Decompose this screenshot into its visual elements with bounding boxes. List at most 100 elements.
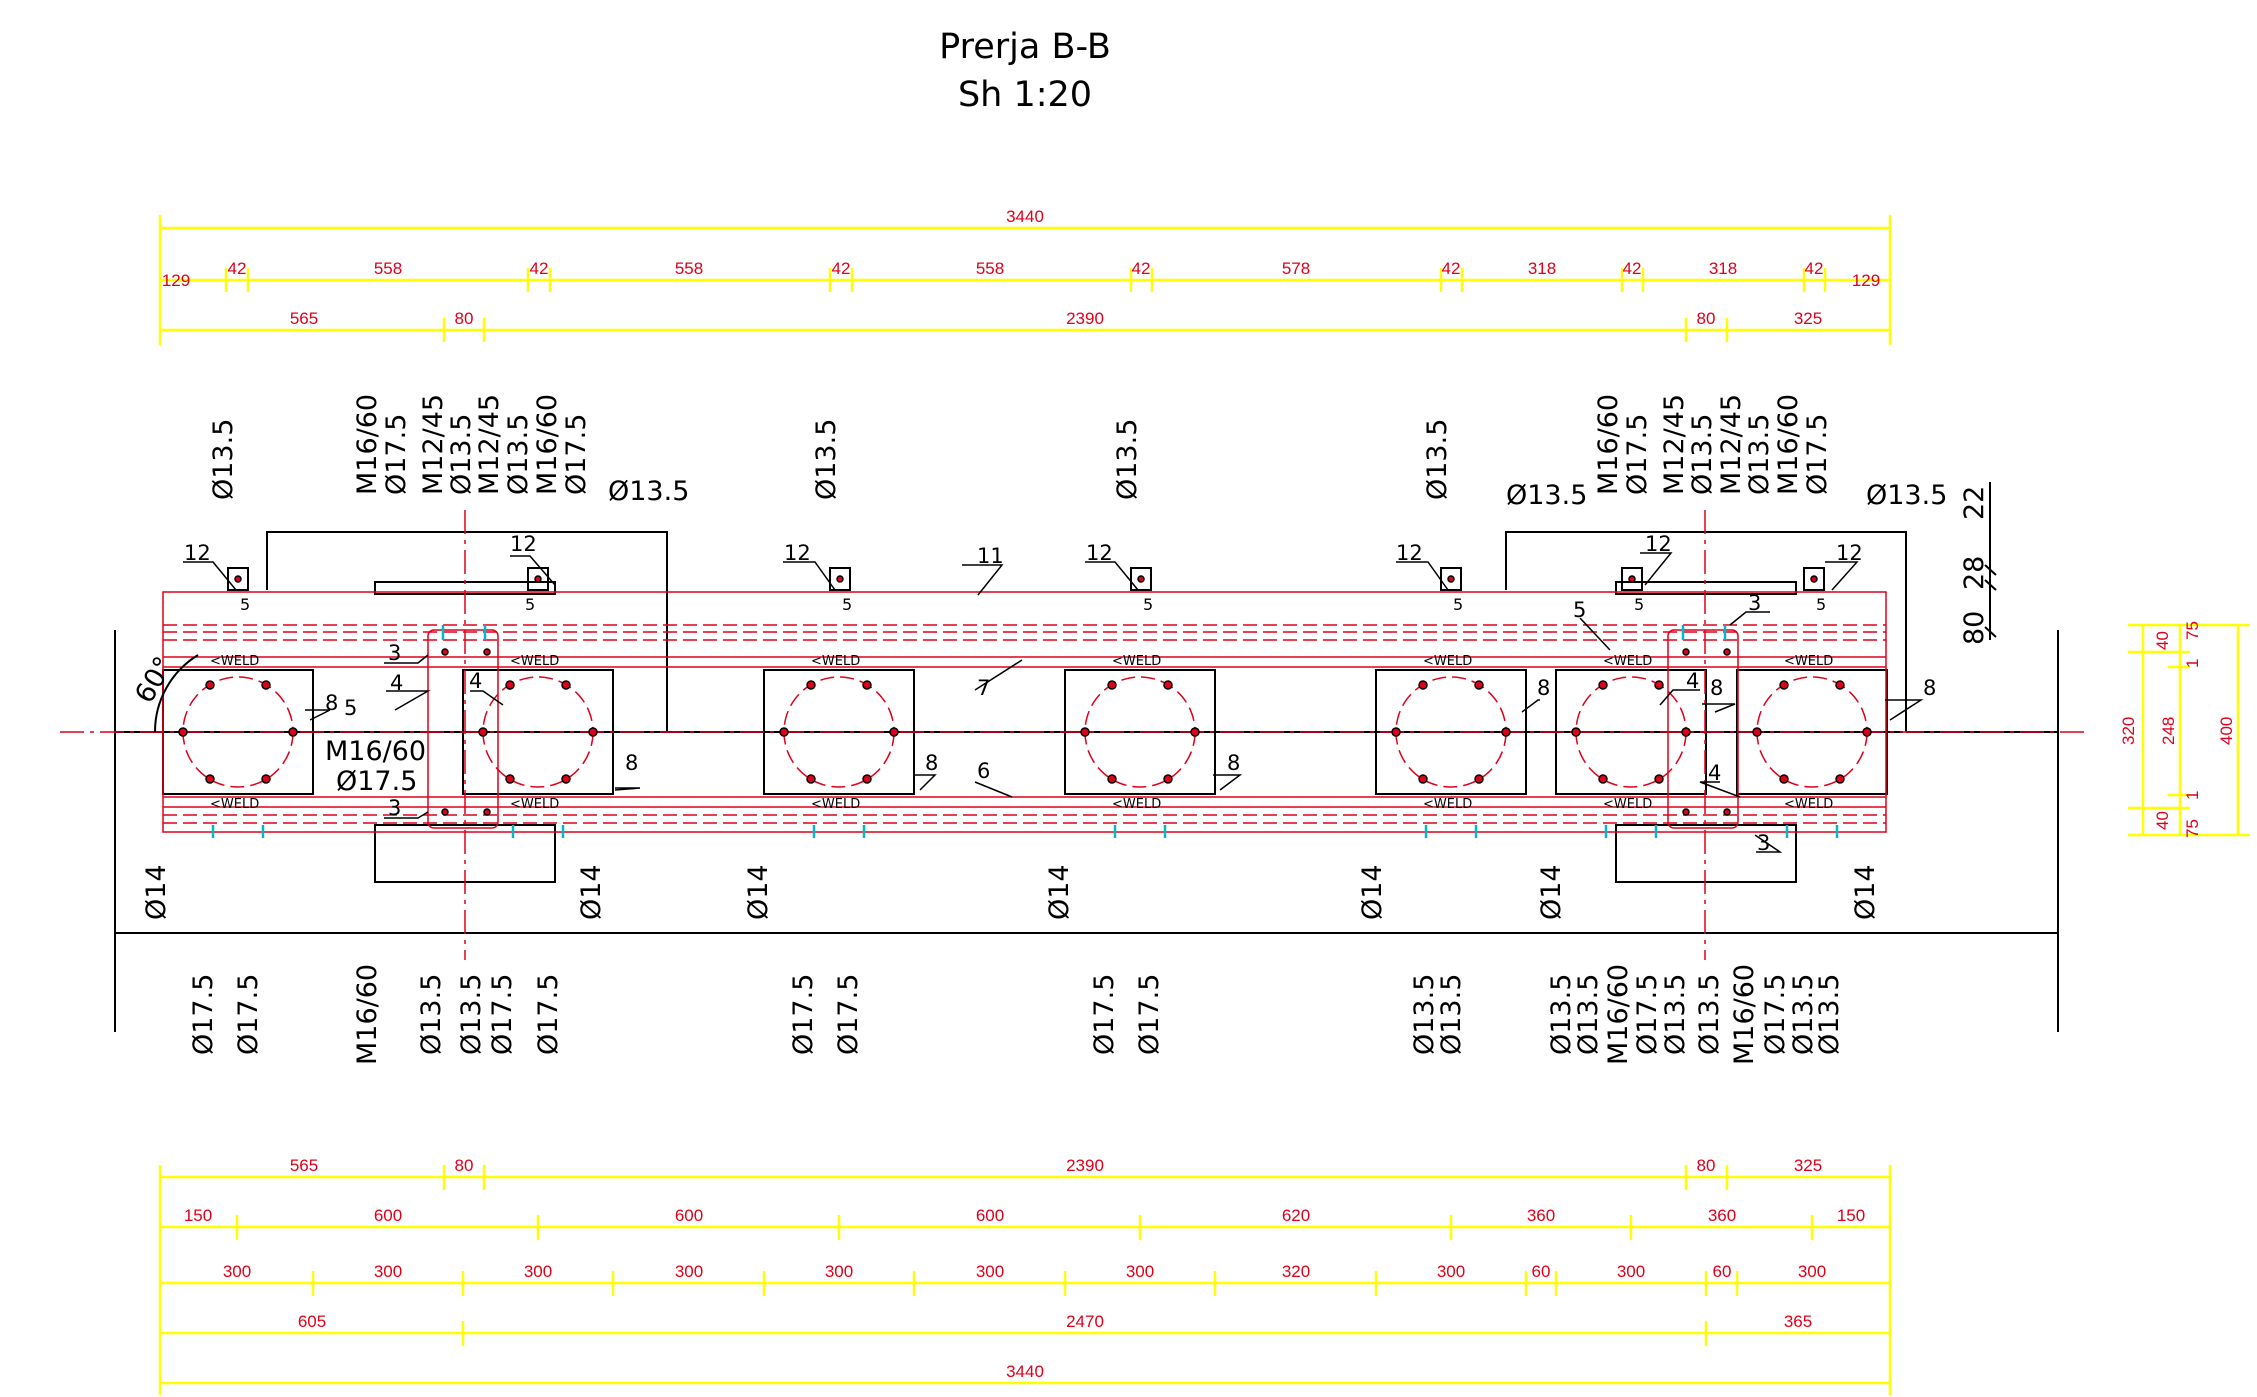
part-number: 5 xyxy=(344,696,357,720)
hole-label: Ø13.5 xyxy=(208,419,239,500)
part-number: 6 xyxy=(977,759,990,783)
hole-label: Ø13.5 xyxy=(1409,974,1440,1055)
bottom-hole-labels: Ø17.5 Ø17.5 M16/60 Ø13.5 Ø13.5 Ø17.5 Ø17… xyxy=(188,964,1845,1065)
dim-text: 300 xyxy=(374,1262,402,1281)
dim-text: 60 xyxy=(1713,1262,1732,1281)
mid-hole-labels: Ø14 Ø14 Ø14 Ø14 Ø14 Ø14 Ø14 xyxy=(141,864,1881,920)
hole-label: Ø14 xyxy=(576,864,607,920)
dim-text: 565 xyxy=(290,1156,318,1175)
part-number: 4 xyxy=(469,669,482,693)
part-number: 12 xyxy=(510,532,537,556)
hole-label: Ø13.5 xyxy=(1112,419,1143,500)
hidden-lines xyxy=(60,510,2090,960)
hole-label: Ø17.5 xyxy=(487,974,518,1055)
dim-text: 320 xyxy=(2119,717,2138,745)
hole-label: Ø17.5 xyxy=(233,974,264,1055)
hole-label: M16/60 xyxy=(1773,394,1804,495)
weld-label: <WELD xyxy=(1112,654,1161,669)
hole-label: Ø17.5 xyxy=(1632,974,1663,1055)
weld-label: <WELD xyxy=(1423,797,1472,812)
dim-overall-bottom: 3440 xyxy=(1006,1362,1044,1381)
dim-text: 2390 xyxy=(1066,1156,1104,1175)
angle-label: 60° xyxy=(129,652,180,709)
dim-text: 325 xyxy=(1794,309,1822,328)
dim-text: 150 xyxy=(1837,1206,1865,1225)
dim-text: 40 xyxy=(2153,631,2172,650)
part-numbers: 12 12 12 12 12 12 12 11 5 5 5 5 5 5 5 3 … xyxy=(184,532,1936,855)
dim-text: 40 xyxy=(2153,811,2172,830)
hole-label: Ø14 xyxy=(743,864,774,920)
part-number: 8 xyxy=(1227,751,1240,775)
dim-text: 42 xyxy=(228,259,247,278)
weld-label: <WELD xyxy=(1603,797,1652,812)
hole-label: Ø13.5 xyxy=(456,974,487,1055)
dim-text: 1 xyxy=(2183,791,2202,800)
hole-label: Ø17.5 xyxy=(788,974,819,1055)
weld-label: <WELD xyxy=(510,797,559,812)
part-number: 12 xyxy=(1836,541,1863,565)
hole-label: Ø13.5 xyxy=(1573,974,1604,1055)
dim-text: 75 xyxy=(2183,819,2202,838)
part-number: 5 xyxy=(1573,598,1586,622)
dim-overall-top: 3440 xyxy=(1006,207,1044,226)
hole-label: M16/60 xyxy=(352,394,383,495)
hole-label: Ø13.5 xyxy=(811,419,842,500)
bolt-holes xyxy=(178,575,1872,816)
dim-text: 360 xyxy=(1708,1206,1736,1225)
dim-text: 360 xyxy=(1527,1206,1555,1225)
part-number: 5 xyxy=(1453,595,1463,614)
dim-text: 605 xyxy=(298,1312,326,1331)
part-number: 8 xyxy=(1923,676,1936,700)
part-number: 3 xyxy=(388,641,401,665)
dim-text: 318 xyxy=(1528,259,1556,278)
weld-label: <WELD xyxy=(1423,654,1472,669)
part-number: 4 xyxy=(1708,761,1721,785)
weld-label: <WELD xyxy=(811,797,860,812)
part-number: 5 xyxy=(1816,595,1826,614)
dim-text: 578 xyxy=(1282,259,1310,278)
weld-label: <WELD xyxy=(210,654,259,669)
hole-label: Ø17.5 xyxy=(561,414,592,495)
hole-label: Ø14 xyxy=(1044,864,1075,920)
hole-label: Ø13.5 xyxy=(1687,414,1718,495)
hole-label: Ø13.5 xyxy=(446,414,477,495)
weld-label: <WELD xyxy=(1112,797,1161,812)
dim-text: 42 xyxy=(530,259,549,278)
dim-text: 2470 xyxy=(1066,1312,1104,1331)
weld-label: <WELD xyxy=(1603,654,1652,669)
bolt-label: M16/60 xyxy=(325,736,426,767)
weld-label: <WELD xyxy=(1784,797,1833,812)
hole-label: Ø13.5 xyxy=(1744,414,1775,495)
dim-text: 129 xyxy=(162,271,190,290)
dim-text: 80 xyxy=(1697,309,1716,328)
dim-text: 300 xyxy=(524,1262,552,1281)
part-number: 5 xyxy=(1634,595,1644,614)
part-number: 8 xyxy=(1537,676,1550,700)
dim-text: 300 xyxy=(825,1262,853,1281)
hole-label: Ø17.5 xyxy=(833,974,864,1055)
dim-text-vertical: 28 xyxy=(1959,556,1990,590)
part-number: 8 xyxy=(1710,676,1723,700)
hole-label: M16/60 xyxy=(1729,964,1760,1065)
leader-lines xyxy=(183,552,1924,853)
hole-label: Ø13.5 xyxy=(503,414,534,495)
dim-text: 600 xyxy=(976,1206,1004,1225)
dim-text: 300 xyxy=(1437,1262,1465,1281)
dim-text: 300 xyxy=(223,1262,251,1281)
hole-label: Ø13.5 xyxy=(1436,974,1467,1055)
hole-label: M12/45 xyxy=(474,394,505,495)
dim-text: 600 xyxy=(675,1206,703,1225)
hole-label: M12/45 xyxy=(1716,394,1747,495)
dim-text: 300 xyxy=(976,1262,1004,1281)
part-number: 12 xyxy=(784,541,811,565)
hole-label: M16/60 xyxy=(352,964,383,1065)
part-number: 5 xyxy=(525,595,535,614)
dim-text: 80 xyxy=(1697,1156,1716,1175)
dim-text: 320 xyxy=(1282,1262,1310,1281)
hole-label: Ø17.5 xyxy=(381,414,412,495)
part-number: 3 xyxy=(1748,591,1761,615)
part-number: 3 xyxy=(388,796,401,820)
hole-label: Ø17.5 xyxy=(1760,974,1791,1055)
part-number: 5 xyxy=(842,595,852,614)
weld-label: <WELD xyxy=(510,654,559,669)
